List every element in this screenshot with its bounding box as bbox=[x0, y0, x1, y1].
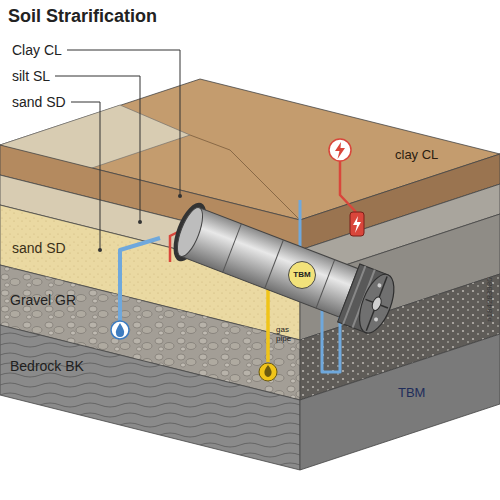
tbm-shield bbox=[181, 208, 358, 317]
bedrock-layer bbox=[0, 325, 300, 470]
tbm-hub bbox=[370, 296, 382, 312]
layer-callout: Clay CL bbox=[12, 42, 62, 58]
tbm-disc-cutter bbox=[373, 317, 378, 322]
pipe-label: gas pipe bbox=[276, 325, 300, 343]
tbm-spoke bbox=[366, 277, 387, 331]
bedrock-layer-side bbox=[300, 334, 500, 470]
power-box-bolt bbox=[353, 216, 361, 233]
machine-label: TBM bbox=[398, 386, 425, 401]
bedrock-texture bbox=[0, 325, 300, 470]
layer-label: sand SD bbox=[12, 240, 66, 256]
gas-pipe bbox=[266, 285, 270, 362]
tbm-back-cap bbox=[172, 205, 207, 260]
leader-line bbox=[71, 102, 100, 250]
water-drop bbox=[116, 323, 124, 337]
water-icon bbox=[111, 321, 129, 339]
layer-label: Gravel GR bbox=[10, 292, 76, 308]
power-cable bbox=[340, 161, 356, 212]
leader-dot bbox=[178, 194, 182, 198]
gas-flame bbox=[264, 365, 271, 377]
layer-callout: silt SL bbox=[12, 68, 50, 84]
tbm-cutter-head bbox=[353, 270, 401, 338]
layer-callout: sand SD bbox=[12, 94, 66, 110]
tbm-ring bbox=[265, 240, 284, 289]
tbm-ring bbox=[316, 260, 335, 309]
tbm-ring bbox=[223, 224, 242, 273]
power-bolt bbox=[335, 142, 345, 159]
layer-label: clay CL bbox=[395, 148, 438, 163]
leader-line bbox=[67, 50, 180, 196]
leader-line bbox=[55, 76, 140, 222]
badge-text: TBM bbox=[293, 271, 310, 279]
leader-dot bbox=[138, 220, 142, 224]
leader-dot bbox=[98, 248, 102, 252]
power-icon bbox=[329, 139, 351, 161]
tunnel-boring-machine bbox=[167, 198, 401, 337]
diagram-title: Soil Strarification bbox=[8, 6, 157, 27]
watermark: #184283980 bbox=[484, 278, 493, 323]
power-box bbox=[350, 212, 364, 236]
gas-icon bbox=[259, 363, 277, 381]
tbm-badge: TBM bbox=[288, 261, 316, 289]
water-pipe bbox=[120, 238, 160, 321]
tbm-disc-cutter bbox=[377, 283, 382, 288]
layer-label: Bedrock BK bbox=[10, 358, 84, 374]
